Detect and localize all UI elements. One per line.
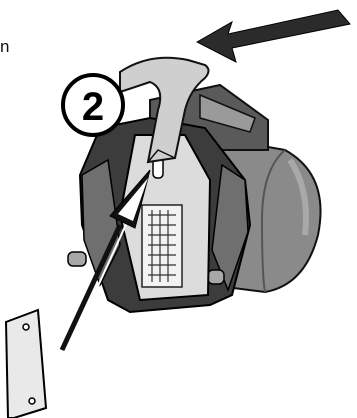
contact-plate-tab xyxy=(6,310,46,418)
cutoff-caption-text: n xyxy=(0,38,9,55)
insertion-arrow-icon xyxy=(197,10,350,62)
step-number-badge: 2 xyxy=(63,75,123,135)
step-number-text: 2 xyxy=(82,85,104,129)
